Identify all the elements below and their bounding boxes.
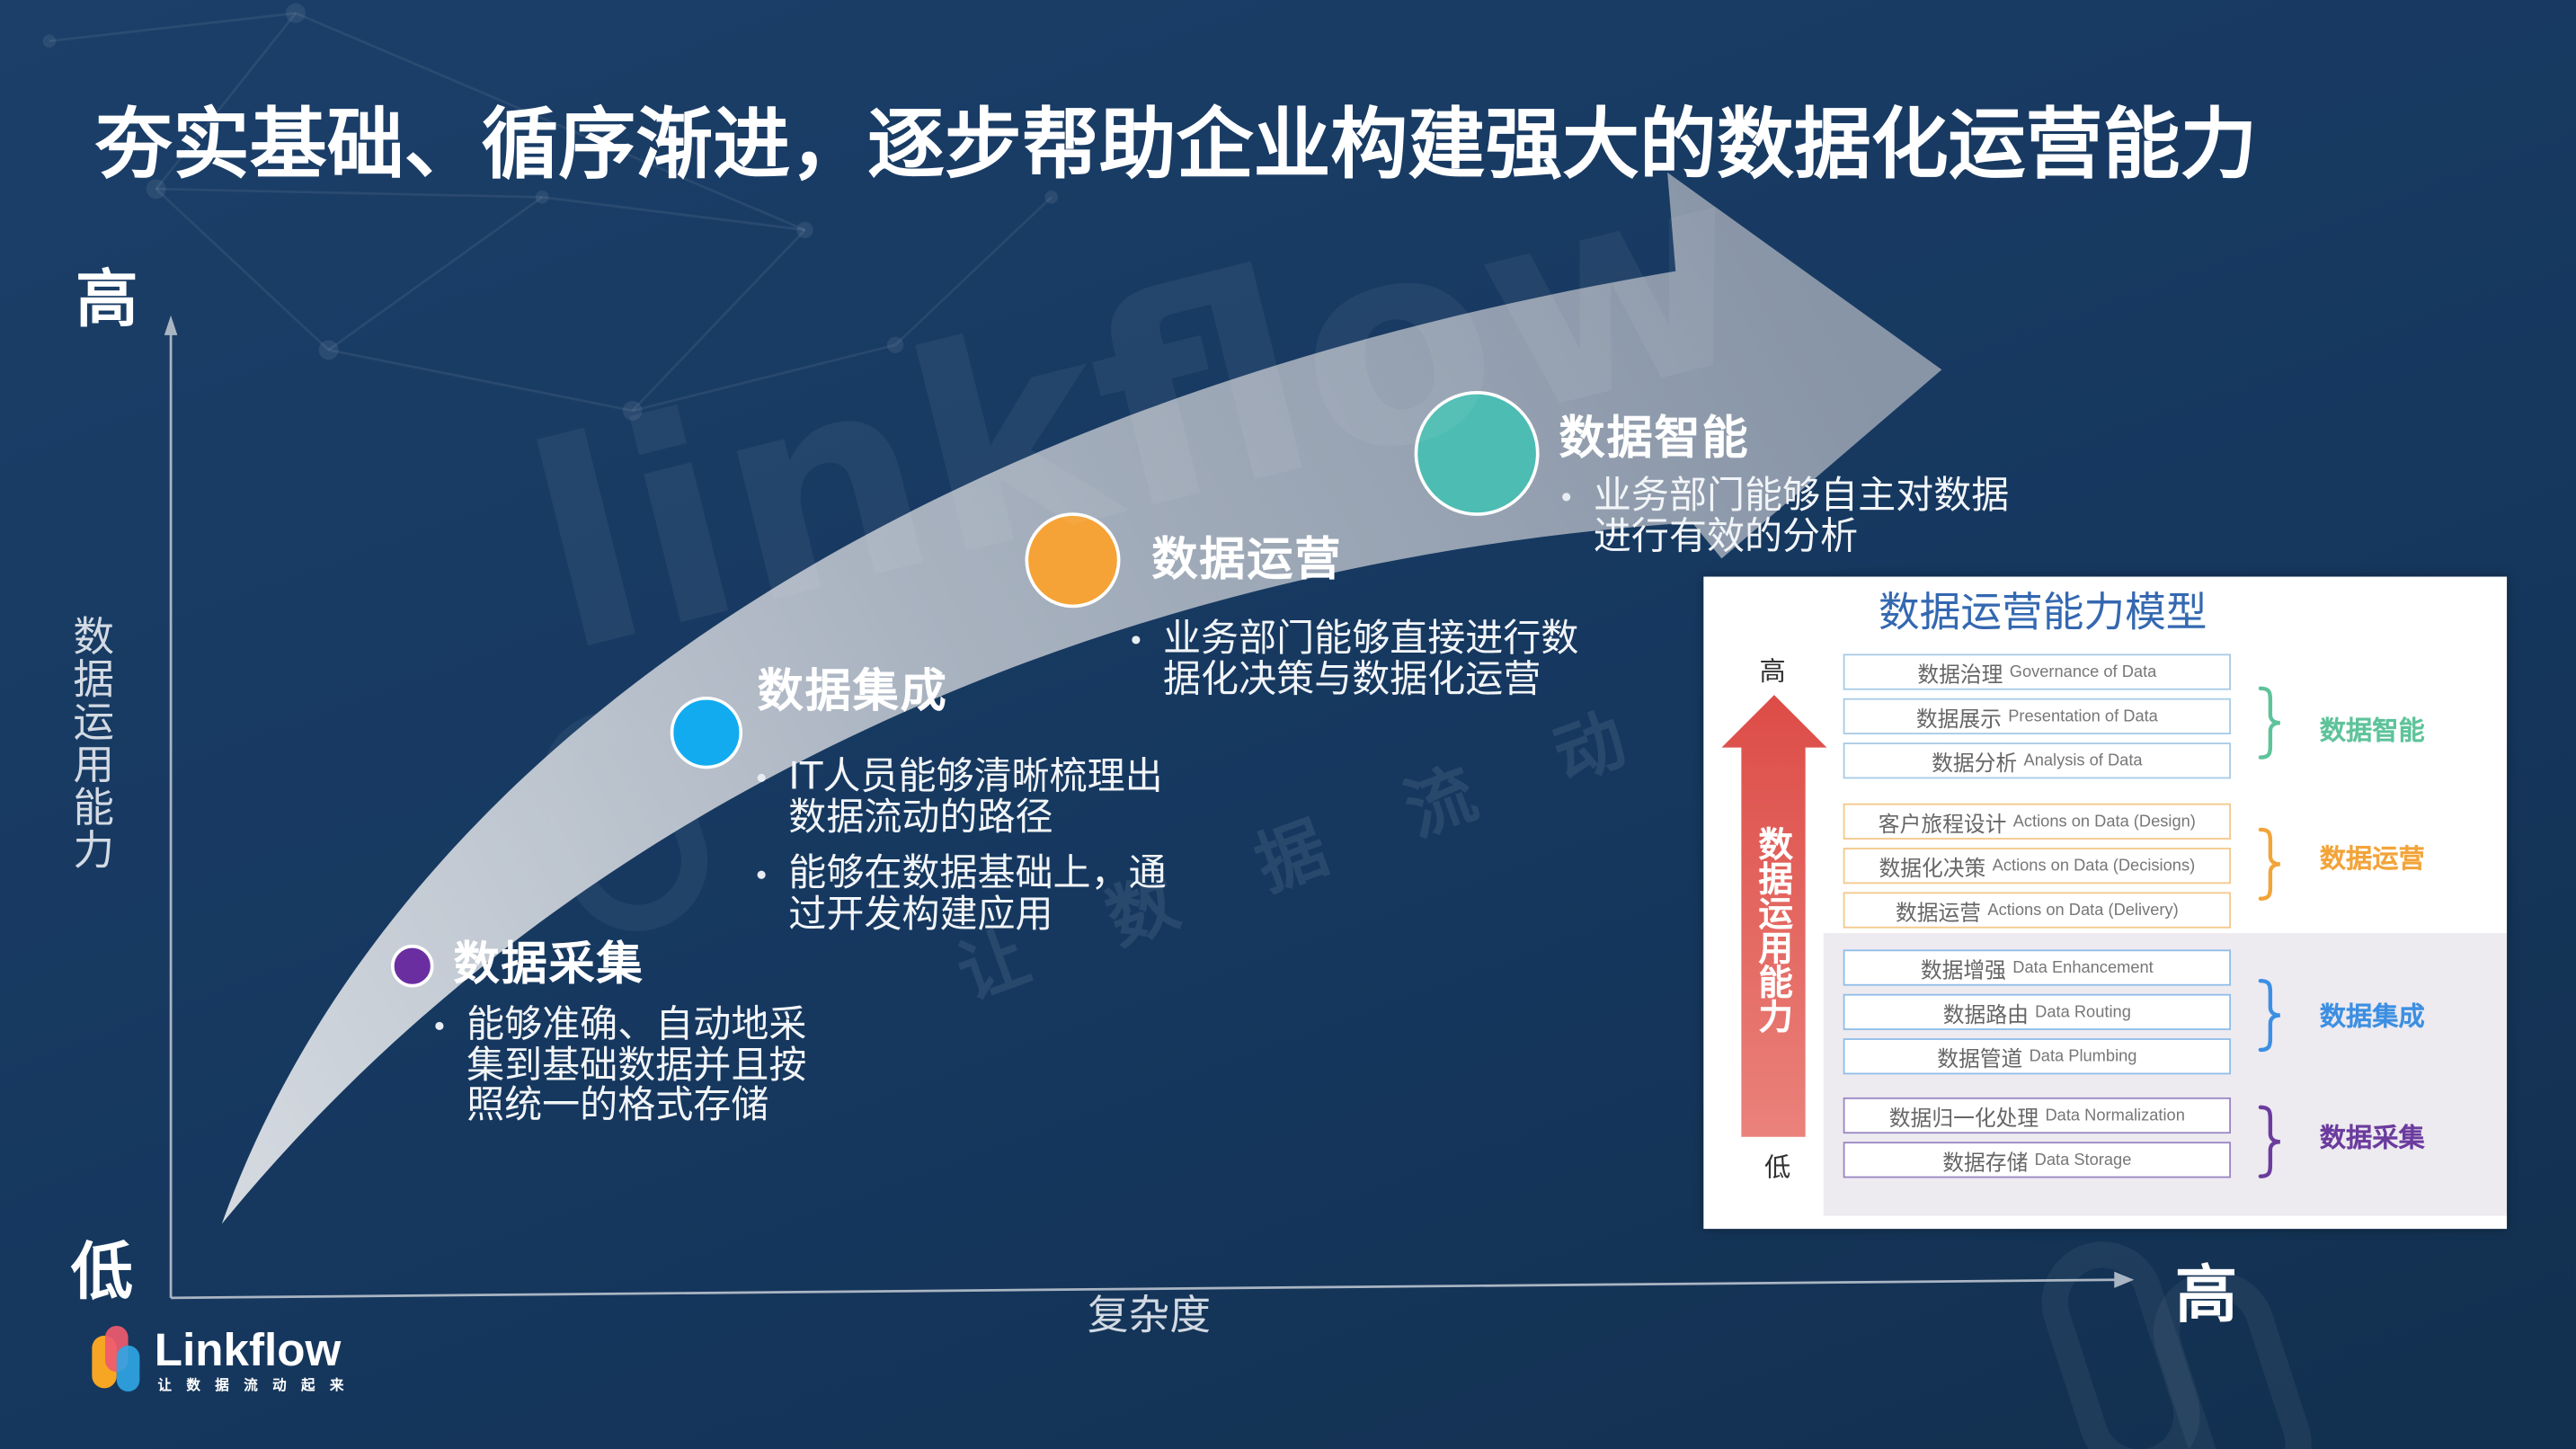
x-axis-high-label: 高 <box>2174 1258 2238 1331</box>
x-axis <box>171 1271 2135 1300</box>
row-cn: 客户旅程设计 <box>1878 812 2007 838</box>
model-row: 数据展示 Presentation of Data <box>1843 698 2232 734</box>
brace-icon <box>2258 686 2280 760</box>
model-row: 数据化决策 Actions on Data (Decisions) <box>1843 848 2232 885</box>
bullet-line: 集到基础数据并且按 <box>466 1044 807 1088</box>
brace-icon <box>2258 978 2280 1053</box>
bullet-line: 能够准确、自动地采 <box>466 1003 807 1047</box>
y-axis <box>164 315 178 1298</box>
bullet-line: IT人员能够清晰梳理出 <box>788 755 1163 799</box>
stage-bullet: 能够在数据基础上，通 过开发构建应用 <box>754 854 1167 935</box>
stage-bullet: 业务部门能够自主对数据 进行有效的分析 <box>1559 476 2009 557</box>
row-en: Actions on Data (Decisions) <box>1992 857 2196 876</box>
model-title: 数据运营能力模型 <box>1878 588 2207 636</box>
bullet-line: 数据流动的路径 <box>788 796 1053 840</box>
model-row: 数据运营 Actions on Data (Delivery) <box>1843 892 2232 929</box>
row-cn: 数据路由 <box>1942 1002 2029 1028</box>
row-cn: 数据归一化处理 <box>1888 1106 2039 1132</box>
group-label-integration: 数据集成 <box>2319 1000 2425 1032</box>
bullet-line: 业务部门能够直接进行数 <box>1163 618 1579 661</box>
row-en: Analysis of Data <box>2023 751 2143 770</box>
row-cn: 数据治理 <box>1917 662 2003 688</box>
row-en: Data Plumbing <box>2029 1047 2137 1066</box>
linkflow-logo-icon <box>92 1325 140 1392</box>
bullet-line: 据化决策与数据化运营 <box>1163 657 1541 701</box>
x-axis-title: 复杂度 <box>1087 1291 1212 1339</box>
group-label-intelligence: 数据智能 <box>2319 715 2425 746</box>
stage-bullet: 能够准确、自动地采 集到基础数据并且按 照统一的格式存储 <box>432 1003 807 1127</box>
model-high-label: 高 <box>1759 655 1786 687</box>
model-row: 数据增强 Data Enhancement <box>1843 949 2232 986</box>
bullet-line: 业务部门能够自主对数据 <box>1593 475 2010 518</box>
x-axis-arrow-icon <box>2114 1271 2135 1288</box>
logo-tagline: 让 数 据 流 动 起 来 <box>157 1378 349 1395</box>
bullet-line: 过开发构建应用 <box>788 893 1053 936</box>
row-cn: 数据展示 <box>1915 707 2002 733</box>
y-axis-title: 数据运用能力 <box>67 614 115 871</box>
slide-title: 夯实基础、循序渐进，逐步帮助企业构建强大的数据化运营能力 <box>95 100 2258 191</box>
bullet-dot <box>1562 493 1571 502</box>
model-low-label: 低 <box>1763 1151 1791 1183</box>
bullet-line: 照统一的格式存储 <box>466 1084 769 1127</box>
row-en: Actions on Data (Design) <box>2012 812 2196 831</box>
network-decoration <box>49 12 1053 413</box>
model-row: 数据归一化处理 Data Normalization <box>1843 1097 2232 1134</box>
stage-marker-integration <box>670 696 743 769</box>
row-en: Data Storage <box>2034 1151 2132 1169</box>
brace-icon <box>2258 827 2280 901</box>
row-cn: 数据分析 <box>1932 751 2018 777</box>
y-axis-low-label: 低 <box>70 1235 134 1308</box>
model-up-arrow-icon <box>1721 695 1827 1137</box>
y-axis-arrow-icon <box>164 315 178 335</box>
group-label-collection: 数据采集 <box>2319 1122 2425 1154</box>
logo-wordmark: Linkflow <box>154 1324 342 1375</box>
y-axis-high-label: 高 <box>76 262 138 335</box>
model-axis-title: 数据运用能力 <box>1754 826 1794 1034</box>
bullet-dot <box>1132 636 1141 644</box>
stage-title-operation: 数据运营 <box>1151 532 1343 587</box>
row-en: Actions on Data (Delivery) <box>1987 901 2179 920</box>
row-en: Governance of Data <box>2009 662 2157 681</box>
stage-title-intelligence: 数据智能 <box>1559 410 1750 466</box>
stage-marker-operation <box>1025 512 1121 609</box>
bullet-line: 进行有效的分析 <box>1593 514 1859 558</box>
row-cn: 数据增强 <box>1920 958 2006 983</box>
bullet-dot <box>757 773 766 782</box>
model-row: 数据分析 Analysis of Data <box>1843 742 2232 779</box>
group-label-operation: 数据运营 <box>2319 842 2425 875</box>
model-row: 数据路由 Data Routing <box>1843 993 2232 1030</box>
bullet-line: 能够在数据基础上，通 <box>788 852 1167 896</box>
capability-model-panel: 数据运营能力模型 高 低 数据运用能力 数据治理 Governance of Da… <box>1703 576 2508 1230</box>
bullet-dot <box>435 1021 444 1030</box>
brace-icon <box>2258 1105 2280 1178</box>
model-row: 数据存储 Data Storage <box>1843 1142 2232 1178</box>
model-row: 数据治理 Governance of Data <box>1843 653 2232 690</box>
stage-marker-intelligence <box>1414 390 1540 516</box>
stage-marker-collection <box>390 944 434 988</box>
row-cn: 数据化决策 <box>1879 857 1986 882</box>
row-cn: 数据运营 <box>1895 901 1982 926</box>
row-cn: 数据存储 <box>1942 1151 2029 1176</box>
stage-bullet: IT人员能够清晰梳理出 数据流动的路径 <box>754 758 1163 839</box>
stage-title-integration: 数据集成 <box>757 663 948 718</box>
stage-title-collection: 数据采集 <box>453 936 644 991</box>
bullet-dot <box>757 870 766 879</box>
network-nodes <box>42 3 1059 421</box>
row-en: Data Enhancement <box>2012 958 2154 977</box>
row-cn: 数据管道 <box>1937 1047 2023 1072</box>
model-row: 数据管道 Data Plumbing <box>1843 1038 2232 1075</box>
row-en: Data Routing <box>2035 1002 2131 1021</box>
stage-bullet: 业务部门能够直接进行数 据化决策与数据化运营 <box>1129 618 1579 701</box>
row-en: Data Normalization <box>2045 1106 2185 1125</box>
model-row: 客户旅程设计 Actions on Data (Design) <box>1843 803 2232 840</box>
row-en: Presentation of Data <box>2008 707 2158 725</box>
